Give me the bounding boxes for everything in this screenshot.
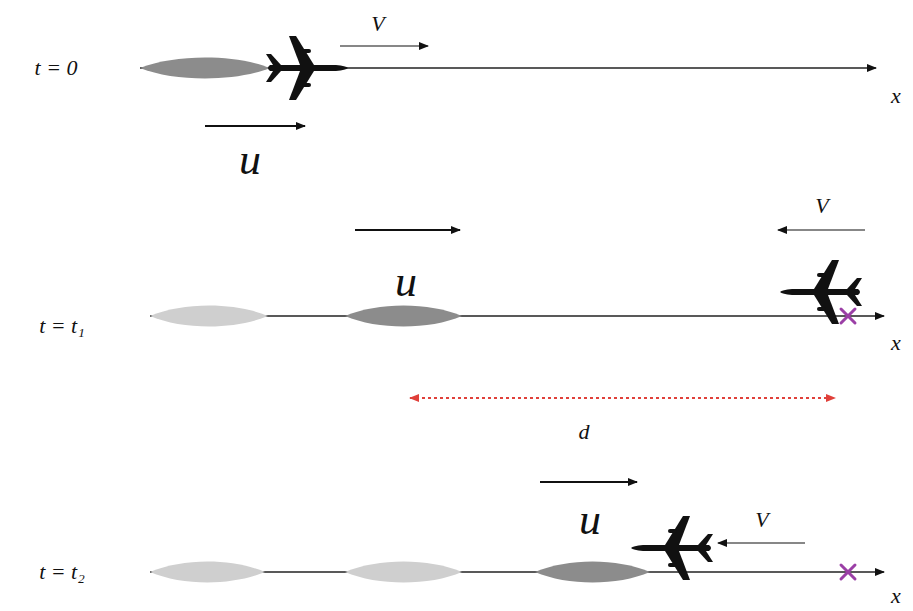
axis-label: x xyxy=(891,85,901,107)
time-label: t = 0 xyxy=(35,57,78,79)
wave-packet xyxy=(140,58,270,79)
velocity-arrow xyxy=(205,125,305,127)
position-mark xyxy=(841,309,855,323)
velocity-label: u xyxy=(579,498,601,542)
wave-packet xyxy=(345,306,462,327)
time-label: t = t₂ xyxy=(39,561,85,583)
distance-arrow xyxy=(410,397,835,399)
velocity-label: V xyxy=(371,13,384,35)
velocity-label: V xyxy=(755,509,768,531)
velocity-arrow xyxy=(718,542,805,543)
wave-packet xyxy=(150,306,268,327)
time-label: t = t₁ xyxy=(39,315,85,337)
wave-packet xyxy=(345,562,462,583)
axis-label: x xyxy=(891,332,901,354)
velocity-label: V xyxy=(815,195,828,217)
velocity-arrow xyxy=(355,229,460,231)
velocity-arrow xyxy=(540,481,637,483)
wave-packet xyxy=(150,562,265,583)
airplane xyxy=(266,36,348,100)
distance-label: d xyxy=(579,421,590,443)
airplane xyxy=(631,516,713,580)
velocity-label: u xyxy=(395,260,417,304)
wave-packet xyxy=(535,562,650,583)
airplane xyxy=(780,260,862,324)
velocity-arrow xyxy=(778,229,865,230)
position-mark xyxy=(841,565,855,579)
velocity-arrow xyxy=(340,45,428,46)
axis-label: x xyxy=(891,585,901,607)
velocity-label: u xyxy=(239,138,261,182)
